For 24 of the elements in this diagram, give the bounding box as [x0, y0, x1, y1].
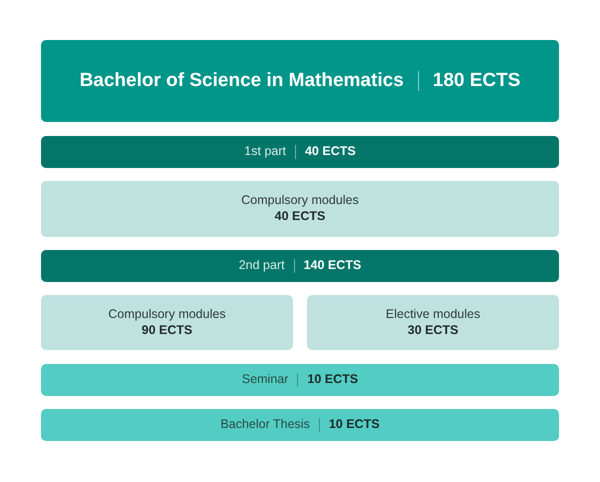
total-credits: 180 ECTS — [432, 69, 520, 93]
part-bar — [41, 250, 559, 282]
module-credits: 40 ECTS — [274, 209, 326, 225]
module-name: Compulsory modules — [241, 193, 359, 209]
program-title: Bachelor of Science in Mathematics — [80, 69, 404, 93]
component-bar — [41, 409, 559, 441]
module-credits: 90 ECTS — [142, 322, 192, 338]
module-card — [41, 181, 559, 237]
component-name: Seminar — [242, 372, 288, 388]
component-credits: 10 ECTS — [307, 372, 358, 388]
part-label: 1st part — [244, 144, 286, 160]
program-banner — [41, 40, 559, 122]
part-credits: 40 ECTS — [304, 144, 356, 160]
part-bar — [41, 136, 559, 168]
part-credits: 140 ECTS — [304, 258, 362, 274]
component-bar — [41, 364, 559, 396]
part-label: 2nd part — [238, 258, 285, 274]
module-name: Elective modules — [386, 306, 480, 322]
module-card — [41, 295, 293, 350]
module-credits: 30 ECTS — [408, 322, 458, 338]
component-name: Bachelor Thesis — [220, 417, 310, 433]
module-name: Compulsory modules — [108, 306, 226, 322]
component-credits: 10 ECTS — [328, 417, 380, 433]
module-card — [307, 295, 559, 350]
